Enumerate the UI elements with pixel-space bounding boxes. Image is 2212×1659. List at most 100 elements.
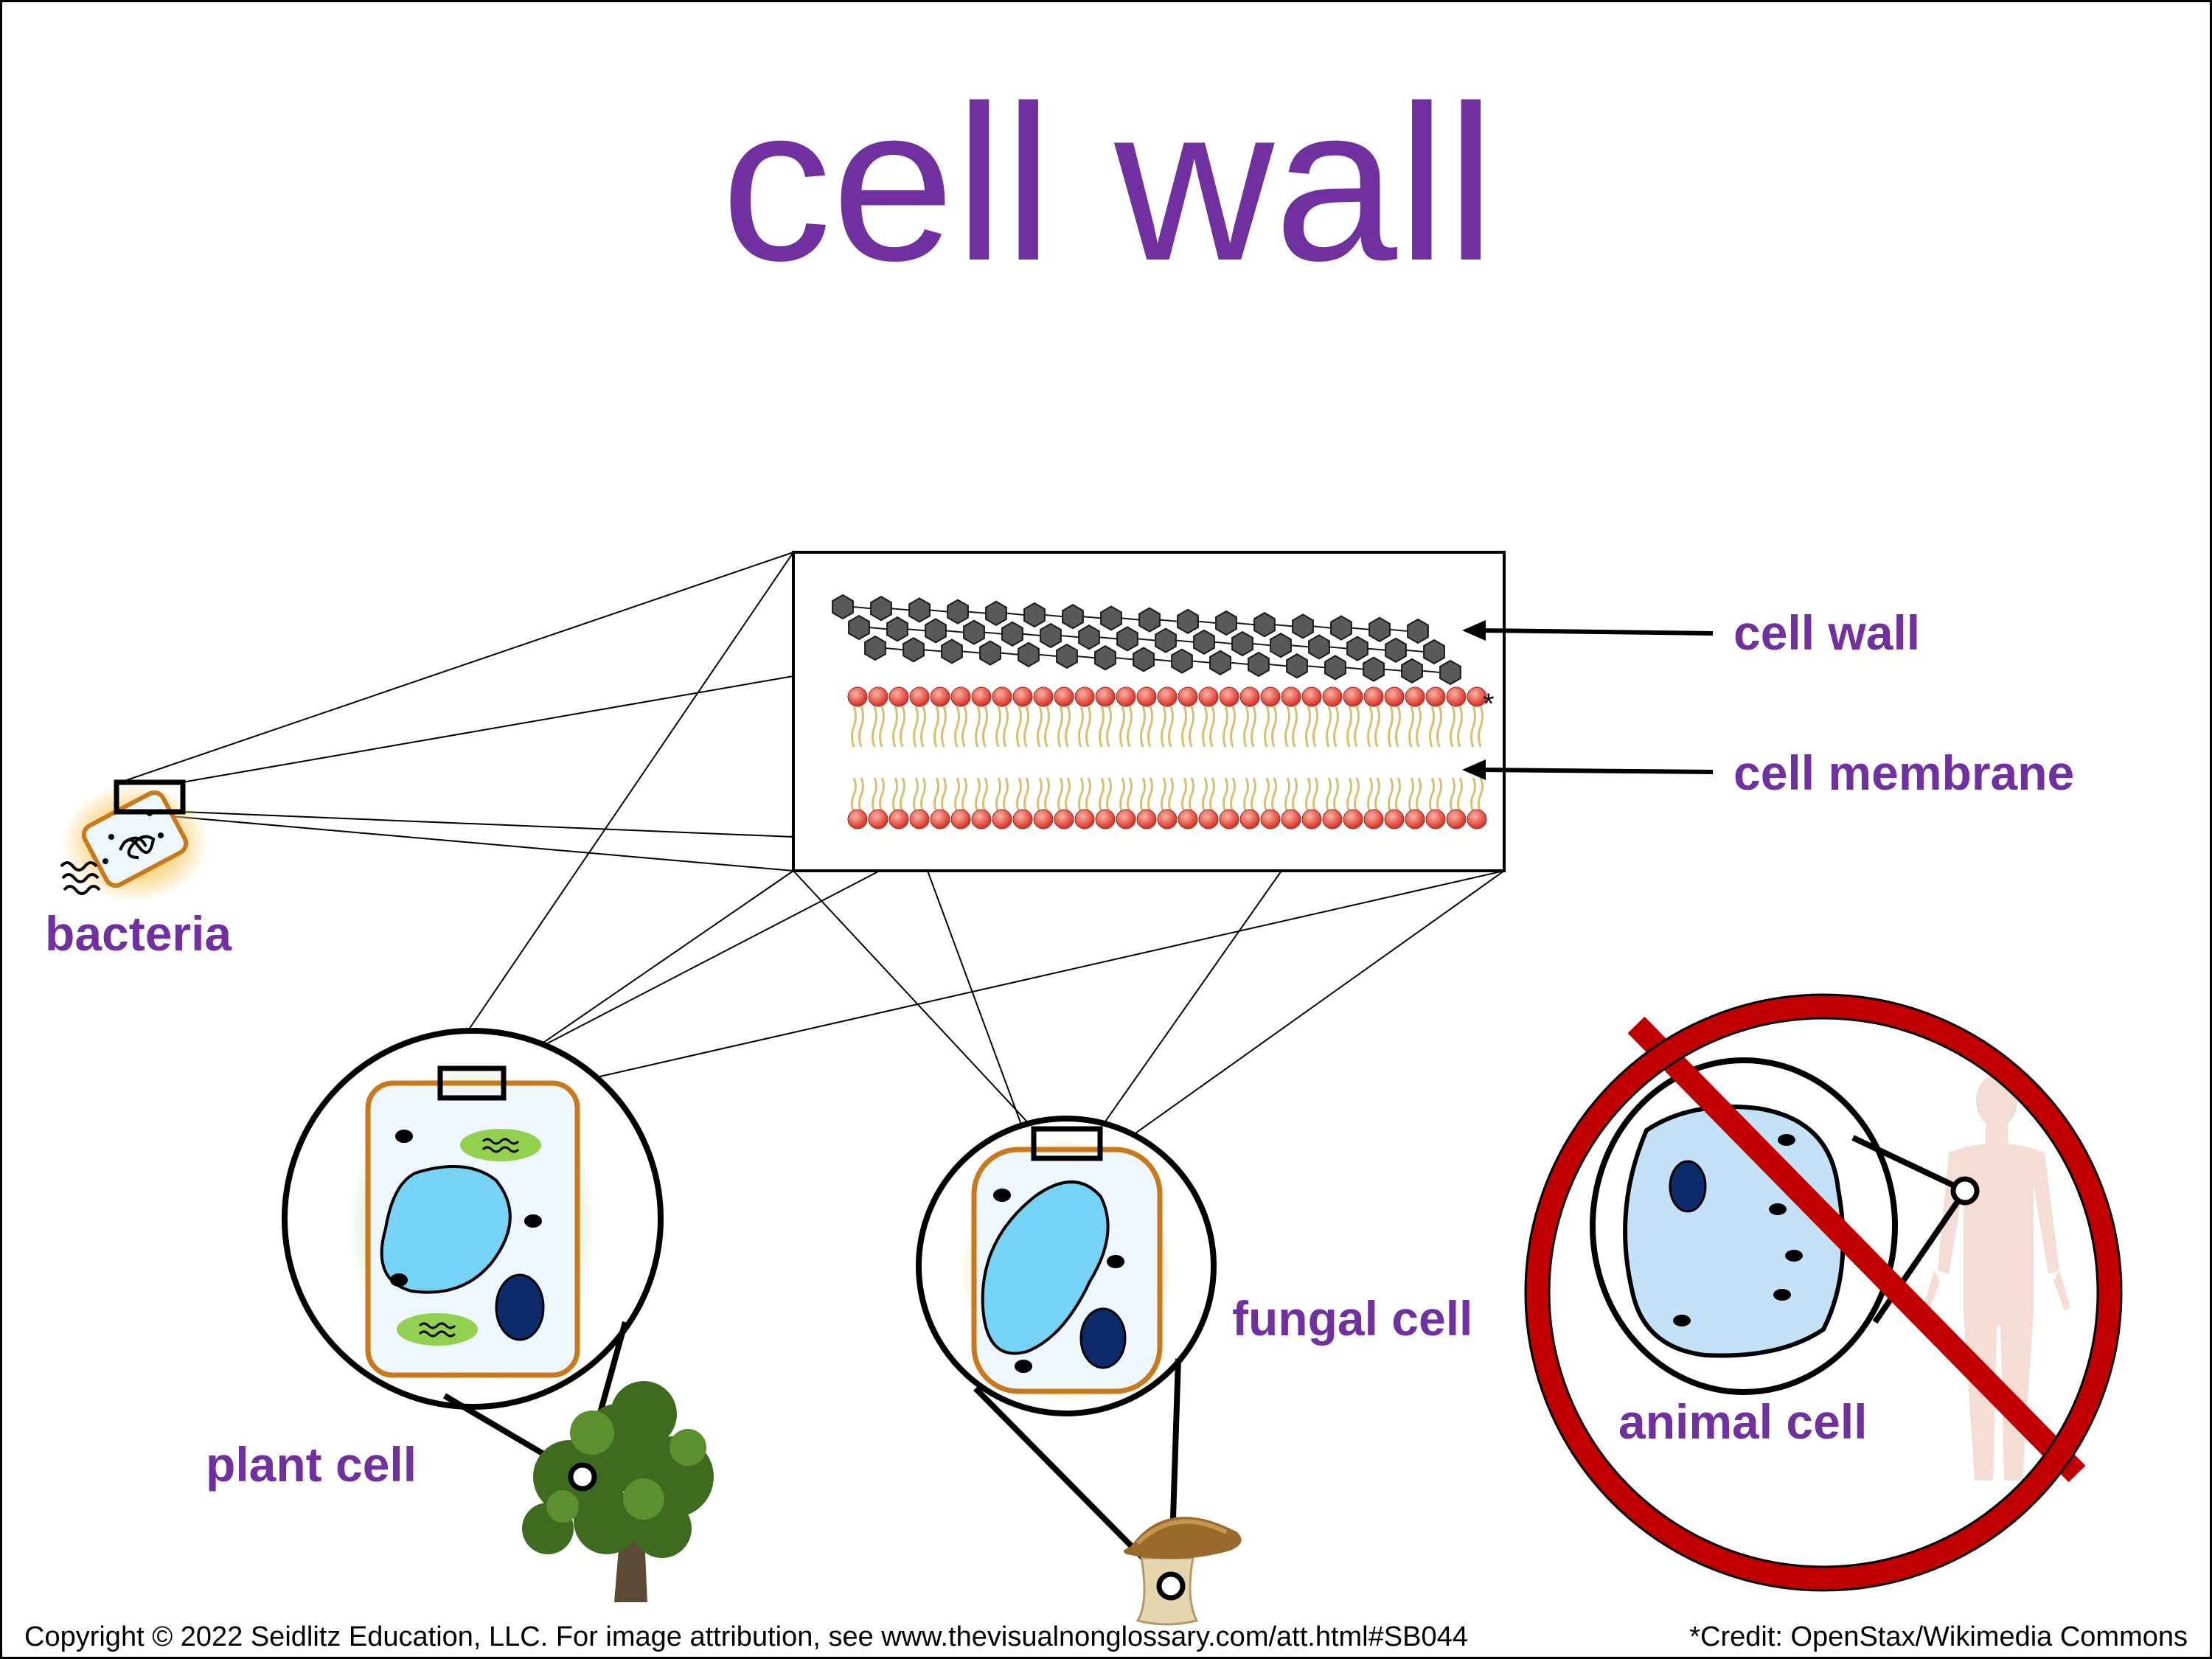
- lipid-tail: [1326, 706, 1332, 748]
- cell-wall-hexagon: [1078, 625, 1100, 650]
- lipid-tail: [1044, 706, 1050, 748]
- cell-wall-bond: [1214, 641, 1233, 644]
- lipid-tail: [1243, 777, 1249, 813]
- cell-wall-hexagon: [1040, 622, 1062, 649]
- cell-wall-bond: [1389, 628, 1408, 632]
- cell-wall-bond: [967, 611, 987, 614]
- cell-wall-hexagon: [1116, 626, 1138, 652]
- lipid-tail: [933, 706, 939, 748]
- cell-wall-bond: [1383, 668, 1402, 672]
- lipid-tail: [1416, 777, 1422, 813]
- lipid-tail: [954, 706, 960, 748]
- lipid-tail: [892, 777, 898, 813]
- lipid-tail: [1395, 777, 1401, 813]
- cell-wall-hexagon: [832, 594, 854, 620]
- lipid-tail: [1478, 777, 1484, 813]
- fungal-nucleus: [981, 1180, 1110, 1355]
- lipid-tail: [1189, 706, 1194, 748]
- label-cell-membrane: cell membrane: [1733, 745, 2075, 800]
- lipid-tail: [1140, 777, 1146, 813]
- lipid-tail: [1037, 777, 1043, 813]
- lipid-head: [1116, 686, 1136, 707]
- lipid-tail: [1264, 777, 1270, 813]
- cell-wall-arrow: [1462, 620, 1714, 641]
- lipid-tail: [1312, 777, 1318, 813]
- label-bacteria: bacteria: [45, 906, 232, 961]
- cell-wall-hexagon: [925, 618, 947, 644]
- cell-wall-bond: [1121, 617, 1140, 621]
- lipid-tail: [1450, 777, 1455, 813]
- lipid-tail: [1168, 777, 1174, 813]
- lipid-tail: [1003, 706, 1009, 748]
- cell-wall-hexagon: [1286, 653, 1308, 679]
- lipid-head: [1136, 809, 1157, 830]
- lipid-head: [1054, 809, 1074, 830]
- lipid-tail: [1408, 777, 1414, 813]
- label-animal-cell: animal cell: [1618, 1394, 1868, 1449]
- cell-wall-bond: [1236, 622, 1255, 626]
- cell-wall-bond: [1274, 624, 1293, 627]
- cell-wall-hexagon: [1177, 608, 1199, 634]
- lipid-tail: [920, 777, 926, 813]
- lipid-tail: [982, 706, 988, 748]
- lipid-tail: [975, 706, 981, 748]
- lipid-tail: [1429, 706, 1435, 748]
- lipid-tail: [1085, 777, 1091, 813]
- lipid-tail: [1065, 777, 1071, 813]
- page-title: cell wall: [720, 59, 1496, 307]
- lipid-head: [847, 686, 868, 707]
- cell-wall-hexagon: [1193, 629, 1215, 655]
- lipid-head: [1157, 809, 1178, 830]
- cell-wall-bond: [1268, 664, 1287, 667]
- cell-wall-bond: [1351, 627, 1370, 630]
- lipid-tail: [1388, 777, 1394, 813]
- lipid-tail: [1292, 706, 1298, 748]
- bacteria-zoom-rectangle: [114, 779, 186, 815]
- lipid-tail: [1408, 706, 1414, 748]
- lipid-tail: [1333, 706, 1339, 748]
- lipid-tail: [1470, 777, 1476, 813]
- lipid-head: [1178, 686, 1198, 707]
- chloroplast: [397, 1313, 478, 1346]
- lipid-head: [1425, 686, 1446, 707]
- cell-wall-bond: [1077, 655, 1096, 659]
- lipid-tail: [858, 706, 864, 748]
- lipid-tail: [1147, 706, 1153, 748]
- cell-wall-hexagon: [985, 600, 1007, 626]
- cell-wall-hexagon: [864, 635, 886, 661]
- lipid-tail: [1292, 777, 1298, 813]
- cell-wall-hexagon: [1215, 610, 1237, 636]
- lipid-tail: [1161, 706, 1166, 748]
- lipid-head: [1074, 686, 1095, 707]
- lipid-tail: [1168, 706, 1174, 748]
- lipid-head: [1322, 809, 1343, 830]
- lipid-tail: [1284, 706, 1290, 748]
- cell-wall-hexagon: [1023, 602, 1046, 628]
- cell-wall-bond: [1153, 658, 1172, 662]
- cell-wall-bond: [961, 650, 981, 654]
- lipid-tail: [941, 777, 947, 813]
- cell-wall-hexagon: [1056, 643, 1078, 669]
- lipid-tail: [1202, 777, 1208, 813]
- lipid-tail: [1209, 706, 1215, 748]
- cell-wall-bond: [1345, 667, 1364, 670]
- plant-cell-zoom-circle: [282, 1028, 664, 1480]
- cell-wall-bond: [907, 628, 926, 632]
- cell-wall-hexagon-layer: [832, 594, 1461, 686]
- lipid-tail: [1127, 777, 1133, 813]
- lipid-tail: [913, 706, 919, 748]
- lipid-head: [1074, 809, 1095, 830]
- tree-icon: [522, 1381, 714, 1602]
- lipid-tail: [851, 706, 857, 748]
- lipid-head: [1301, 686, 1322, 707]
- lipid-tail: [1044, 777, 1050, 813]
- lipid-head: [1301, 809, 1322, 830]
- lipid-tail: [913, 777, 919, 813]
- cell-wall-bond: [885, 647, 904, 651]
- lipid-head: [1116, 809, 1136, 830]
- lipid-tail: [1003, 777, 1009, 813]
- cell-wall-hexagon: [1330, 615, 1352, 641]
- lipid-head: [950, 809, 971, 830]
- cell-wall-hexagon: [1439, 659, 1461, 686]
